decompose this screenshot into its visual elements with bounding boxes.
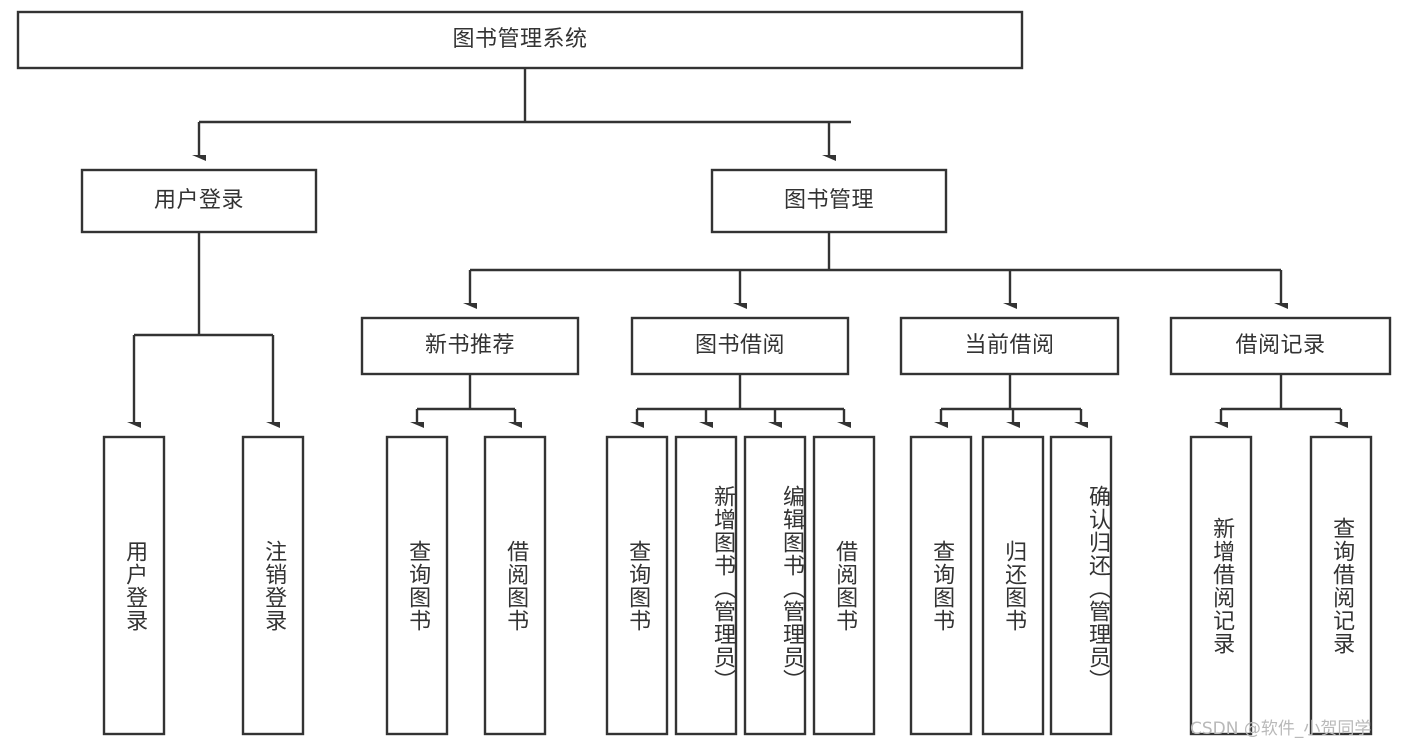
node-label-book-manage: 图书管理 — [783, 187, 874, 213]
node-label-leaf-confirm-return: 确认归还（管理员） — [1085, 485, 1110, 692]
node-label-leaf-user-login: 用户登录 — [122, 539, 148, 632]
csdn-watermark: CSDN @软件_小贺同学 — [1190, 719, 1372, 739]
node-label-current-borrow: 当前借阅 — [964, 332, 1055, 358]
node-label-leaf-edit-book: 编辑图书（管理员） — [779, 485, 804, 692]
node-label-new-book-recommend: 新书推荐 — [424, 332, 515, 358]
connector-root-to-level2 — [199, 68, 851, 156]
node-label-leaf-query-book-rec: 查询图书 — [405, 539, 431, 632]
node-box-leaf-user-login[interactable] — [102, 435, 166, 736]
node-box-new-book-recommend[interactable] — [360, 316, 580, 376]
node-box-leaf-query-book-borrow[interactable] — [605, 435, 669, 736]
node-label-leaf-borrow-book: 借阅图书 — [832, 539, 858, 632]
connector-book-borrow-to-leaves — [637, 374, 844, 423]
node-label-leaf-return-book: 归还图书 — [1001, 539, 1027, 632]
connector-user-login-to-leaves — [134, 232, 273, 423]
node-box-leaf-logout[interactable] — [241, 435, 305, 736]
node-box-leaf-confirm-return[interactable] — [1049, 435, 1113, 736]
node-label-leaf-add-record: 新增借阅记录 — [1209, 516, 1235, 655]
node-label-book-borrow: 图书借阅 — [694, 332, 785, 358]
connector-current-borrow-to-leaves — [941, 374, 1081, 423]
node-label-borrow-record: 借阅记录 — [1235, 332, 1326, 358]
node-label-root: 图书管理系统 — [452, 26, 588, 52]
node-box-current-borrow[interactable] — [899, 316, 1120, 376]
connector-new-book-recommend-to-leaves — [417, 374, 515, 423]
node-box-leaf-add-record[interactable] — [1189, 435, 1253, 736]
connector-book-manage-to-level3 — [470, 232, 1281, 304]
node-label-leaf-query-book-cur: 查询图书 — [929, 539, 955, 632]
node-label-leaf-logout: 注销登录 — [261, 539, 287, 632]
node-label-leaf-add-book: 新增图书（管理员） — [710, 485, 735, 692]
node-label-leaf-borrow-book-rec: 借阅图书 — [503, 539, 529, 632]
node-box-root[interactable] — [16, 10, 1024, 70]
node-label-leaf-query-book-borrow: 查询图书 — [625, 539, 651, 632]
node-label-leaf-query-record: 查询借阅记录 — [1329, 516, 1355, 655]
node-box-leaf-return-book[interactable] — [981, 435, 1045, 736]
node-box-leaf-query-book-rec[interactable] — [385, 435, 449, 736]
node-box-leaf-edit-book[interactable] — [743, 435, 807, 736]
node-box-leaf-query-book-cur[interactable] — [909, 435, 973, 736]
node-label-user-login: 用户登录 — [153, 187, 244, 213]
node-box-leaf-borrow-book-rec[interactable] — [483, 435, 547, 736]
node-box-leaf-query-record[interactable] — [1309, 435, 1373, 736]
node-box-leaf-add-book[interactable] — [674, 435, 738, 736]
node-box-user-login[interactable] — [80, 168, 318, 234]
connector-borrow-record-to-leaves — [1221, 374, 1341, 423]
node-box-leaf-borrow-book[interactable] — [812, 435, 876, 736]
